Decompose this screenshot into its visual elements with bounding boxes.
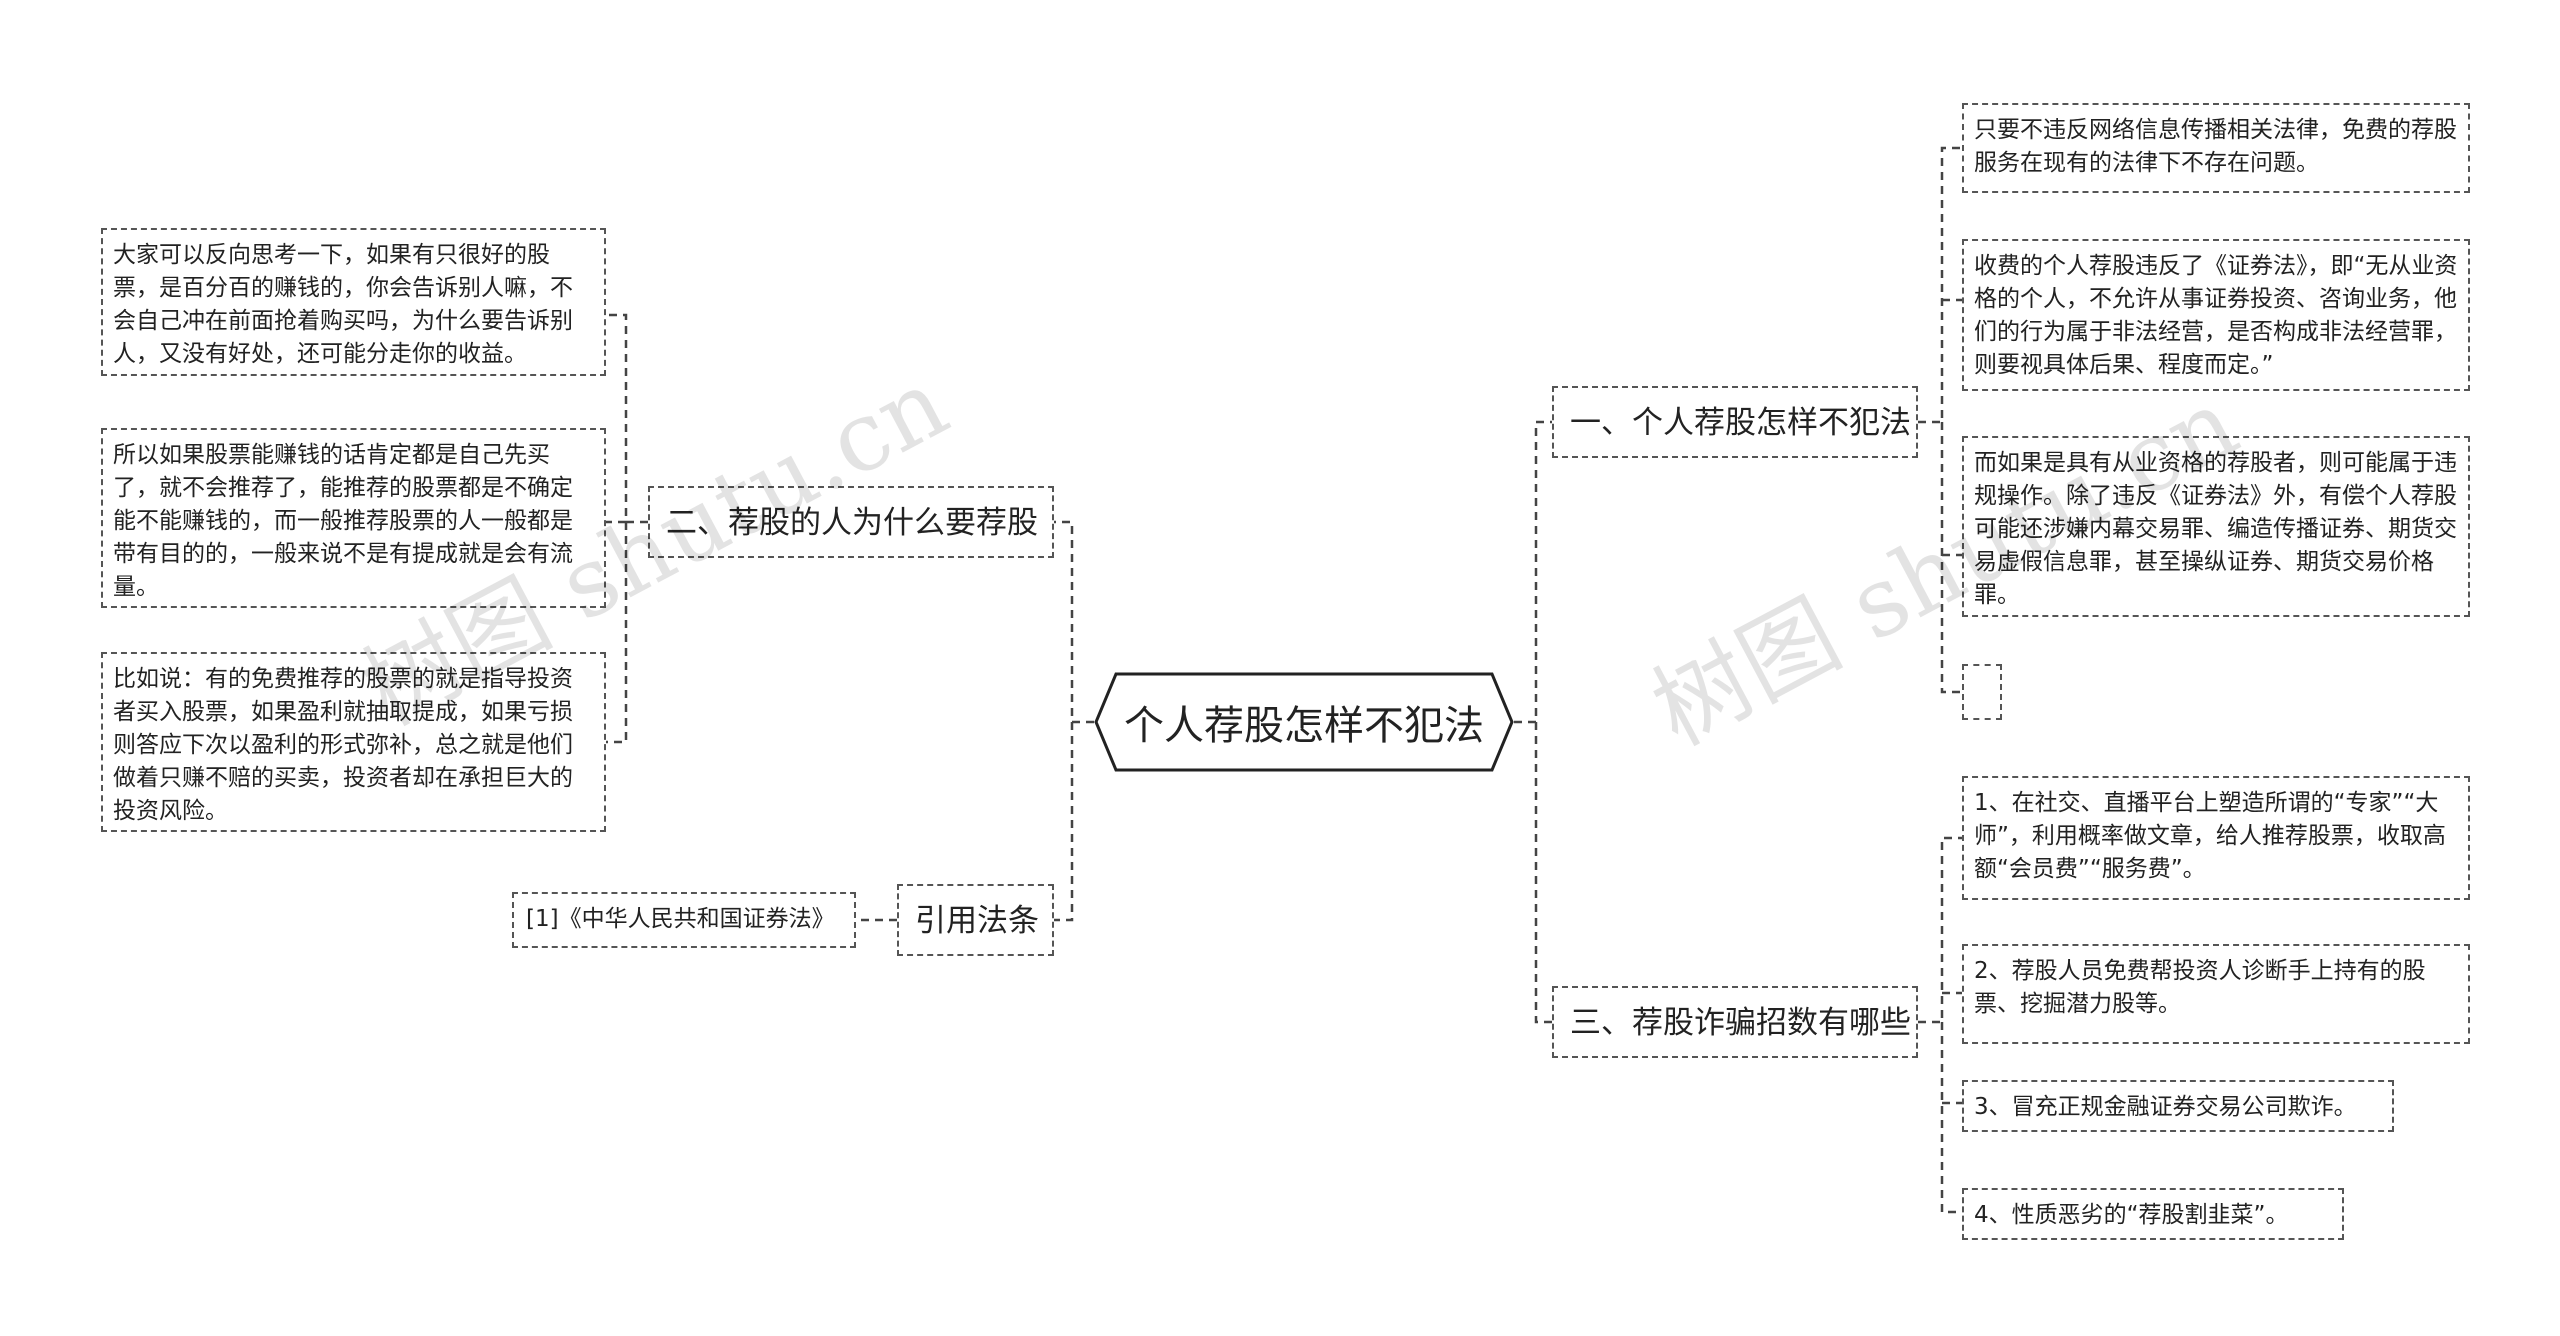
leaf-node-b2-1[interactable]: 大家可以反向思考一下，如果有只很好的股票，是百分百的赚钱的，你会告诉别人嘛，不会… bbox=[101, 228, 606, 376]
leaf-node-b3-1[interactable]: 1、在社交、直播平台上塑造所谓的“专家”“大师”，利用概率做文章，给人推荐股票，… bbox=[1962, 776, 2470, 900]
leaf-node-b1-3[interactable]: 而如果是具有从业资格的荐股者，则可能属于违规操作。除了违反《证券法》外，有偿个人… bbox=[1962, 436, 2470, 617]
branch-node-b3-title: 三、荐股诈骗招数有哪些 bbox=[1570, 1005, 1911, 1041]
leaf-node-b4-1-text: [1]《中华人民共和国证券法》 bbox=[526, 906, 835, 932]
branch-node-b4-title: 引用法条 bbox=[915, 903, 1039, 939]
connector-b3-children bbox=[1918, 836, 1962, 1214]
leaf-node-b3-4-text: 4、性质恶劣的“荐股割韭菜”。 bbox=[1974, 1202, 2289, 1228]
leaf-node-b2-3-text: 比如说：有的免费推荐的股票的就是指导投资者买入股票，如果盈利就抽取提成，如果亏损… bbox=[113, 666, 573, 824]
leaf-node-b1-1[interactable]: 只要不违反网络信息传播相关法律，免费的荐股服务在现有的法律下不存在问题。 bbox=[1962, 103, 2470, 193]
branch-node-b2[interactable]: 二、荐股的人为什么要荐股 bbox=[648, 486, 1054, 558]
connector-root-b2 bbox=[1054, 520, 1094, 724]
branch-node-b1-title: 一、个人荐股怎样不犯法 bbox=[1570, 405, 1911, 441]
leaf-node-b4-1[interactable]: [1]《中华人民共和国证券法》 bbox=[512, 892, 856, 948]
leaf-node-b2-1-text: 大家可以反向思考一下，如果有只很好的股票，是百分百的赚钱的，你会告诉别人嘛，不会… bbox=[113, 242, 573, 367]
root-node-shape bbox=[1094, 672, 1514, 772]
leaf-node-b1-1-text: 只要不违反网络信息传播相关法律，免费的荐股服务在现有的法律下不存在问题。 bbox=[1974, 117, 2457, 176]
root-node-title: 个人荐股怎样不犯法 bbox=[1124, 703, 1484, 749]
connector-root-b1 bbox=[1514, 420, 1552, 724]
leaf-node-b1-4[interactable] bbox=[1962, 664, 2002, 720]
root-node[interactable]: 个人荐股怎样不犯法 bbox=[1094, 672, 1514, 772]
leaf-node-b3-2[interactable]: 2、荐股人员免费帮投资人诊断手上持有的股票、挖掘潜力股等。 bbox=[1962, 944, 2470, 1044]
leaf-node-b1-3-text: 而如果是具有从业资格的荐股者，则可能属于违规操作。除了违反《证券法》外，有偿个人… bbox=[1974, 450, 2457, 608]
branch-node-b4[interactable]: 引用法条 bbox=[897, 884, 1054, 956]
leaf-node-b3-3-text: 3、冒充正规金融证券交易公司欺诈。 bbox=[1974, 1094, 2357, 1120]
branch-node-b3[interactable]: 三、荐股诈骗招数有哪些 bbox=[1552, 986, 1918, 1058]
leaf-node-b1-2-text: 收费的个人荐股违反了《证券法》，即“无从业资格的个人，不允许从事证券投资、咨询业… bbox=[1974, 253, 2458, 378]
connector-b2-children bbox=[606, 313, 648, 744]
branch-node-b1[interactable]: 一、个人荐股怎样不犯法 bbox=[1552, 386, 1918, 458]
leaf-node-b1-2[interactable]: 收费的个人荐股违反了《证券法》，即“无从业资格的个人，不允许从事证券投资、咨询业… bbox=[1962, 239, 2470, 391]
leaf-node-b2-2-text: 所以如果股票能赚钱的话肯定都是自己先买了，就不会推荐了，能推荐的股票都是不确定能… bbox=[113, 442, 573, 600]
connector-root-b4 bbox=[1054, 722, 1074, 922]
branch-node-b2-title: 二、荐股的人为什么要荐股 bbox=[666, 505, 1038, 541]
leaf-node-b3-3[interactable]: 3、冒充正规金融证券交易公司欺诈。 bbox=[1962, 1080, 2394, 1132]
connector-b1-children bbox=[1918, 146, 1962, 694]
leaf-node-b3-1-text: 1、在社交、直播平台上塑造所谓的“专家”“大师”，利用概率做文章，给人推荐股票，… bbox=[1974, 790, 2446, 882]
leaf-node-b2-3[interactable]: 比如说：有的免费推荐的股票的就是指导投资者买入股票，如果盈利就抽取提成，如果亏损… bbox=[101, 652, 606, 832]
connector-root-b3 bbox=[1534, 722, 1552, 1024]
leaf-node-b3-4[interactable]: 4、性质恶劣的“荐股割韭菜”。 bbox=[1962, 1188, 2344, 1240]
leaf-node-b2-2[interactable]: 所以如果股票能赚钱的话肯定都是自己先买了，就不会推荐了，能推荐的股票都是不确定能… bbox=[101, 428, 606, 608]
leaf-node-b3-2-text: 2、荐股人员免费帮投资人诊断手上持有的股票、挖掘潜力股等。 bbox=[1974, 958, 2426, 1017]
